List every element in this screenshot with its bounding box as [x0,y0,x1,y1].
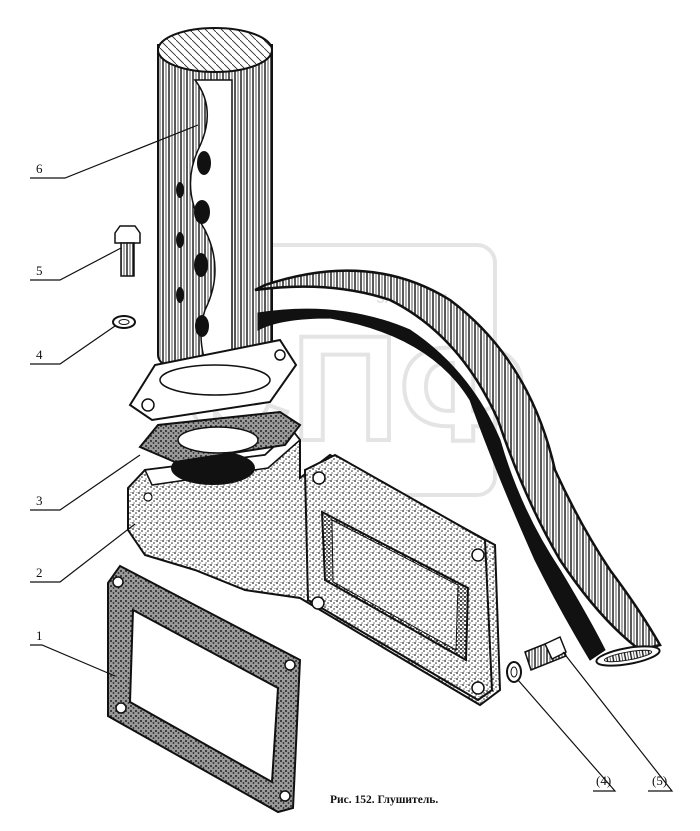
leader-line-4-repeat [517,679,617,792]
callout-4: 4 [36,347,43,362]
leader-line-6 [30,124,199,179]
callout-3: 3 [36,493,43,508]
leader-line-2 [30,523,136,583]
leader-lines [30,124,674,792]
muffler-canister-part-6 [128,27,298,422]
washer-part-4 [112,315,136,329]
gasket-part-3 [138,410,302,464]
callout-5: 5 [36,263,43,278]
exhaust-pipe [254,269,662,667]
leader-line-5-repeat [562,651,674,792]
gasket-part-1 [107,564,302,814]
leader-line-3 [30,454,141,511]
leader-line-5 [30,247,122,281]
callout-6: 6 [36,161,43,176]
manifold-part-2 [127,428,502,707]
leader-line-1 [30,644,116,677]
callout-1: 1 [36,628,43,643]
callout-2: 2 [36,565,43,580]
bolt-part-5-repeat [524,635,567,671]
bolt-part-5 [114,225,141,277]
leader-line-4 [30,325,116,365]
washer-part-4-repeat [506,661,522,683]
figure-caption: Рис. 152. Глушитель. [330,794,438,806]
callout-4-repeat: (4) [596,773,611,788]
callout-5-repeat: (5) [652,773,667,788]
